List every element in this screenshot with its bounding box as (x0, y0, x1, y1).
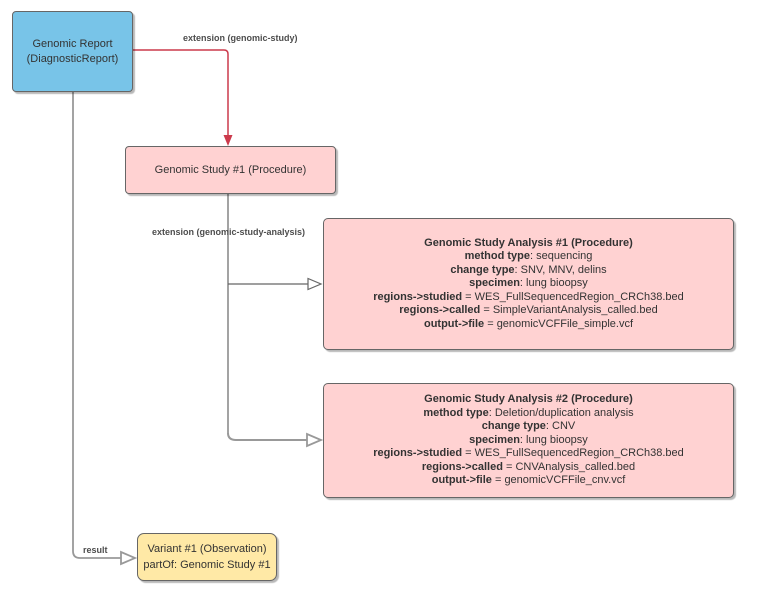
analysis-1-title: Genomic Study Analysis #1 (Procedure) (424, 236, 633, 249)
node-variant-1[interactable]: Variant #1 (Observation) partOf: Genomic… (137, 533, 277, 581)
analysis-2-output-file: output->file = genomicVCFFile_cnv.vcf (431, 474, 626, 487)
node-variant-1-line1: Variant #1 (Observation) (147, 543, 267, 555)
node-genomic-study-1[interactable]: Genomic Study #1 (Procedure) (125, 146, 336, 194)
analysis-2-title: Genomic Study Analysis #2 (Procedure) (424, 393, 633, 406)
node-genomic-report-line2: (DiagnosticReport) (26, 52, 119, 65)
analysis-2-regions-called: regions->called = CNVAnalysis_called.bed (421, 460, 636, 473)
analysis-2-specimen: specimen: lung bioopsy (469, 433, 588, 446)
node-genomic-study-analysis-2[interactable]: Genomic Study Analysis #2 (Procedure) me… (323, 383, 734, 498)
node-genomic-report[interactable]: Genomic Report (DiagnosticReport) (12, 11, 133, 92)
edge-label-result: result (83, 545, 108, 555)
analysis-1-output-file: output->file = genomicVCFFile_simple.vcf (423, 317, 634, 330)
node-genomic-report-line1: Genomic Report (32, 37, 113, 50)
open-arrowhead-icon (306, 432, 324, 448)
edge-extension-analysis-2[interactable] (227, 432, 307, 441)
filled-arrowhead-icon (223, 135, 233, 146)
edge-label-extension-genomic-study: extension (genomic-study) (183, 33, 298, 43)
open-arrowhead-icon (307, 277, 323, 291)
node-genomic-study-1-label: Genomic Study #1 (Procedure) (154, 163, 307, 176)
edge-result[interactable] (72, 92, 121, 559)
analysis-1-regions-called: regions->called = SimpleVariantAnalysis_… (399, 304, 658, 317)
analysis-2-method-type: method type: Deletion/duplication analys… (423, 406, 634, 419)
node-variant-1-line2: partOf: Genomic Study #1 (143, 559, 271, 571)
analysis-2-regions-studied: regions->studied = WES_FullSequencedRegi… (373, 447, 684, 460)
node-genomic-study-analysis-1[interactable]: Genomic Study Analysis #1 (Procedure) me… (323, 218, 734, 350)
analysis-1-change-type: change type: SNV, MNV, delins (450, 263, 607, 276)
edge-label-extension-genomic-study-analysis: extension (genomic-study-analysis) (152, 227, 306, 237)
open-arrowhead-icon (120, 550, 138, 566)
analysis-1-regions-studied: regions->studied = WES_FullSequencedRegi… (373, 290, 684, 303)
analysis-1-specimen: specimen: lung bioopsy (469, 277, 588, 290)
edge-extension-genomic-study[interactable] (133, 49, 229, 135)
analysis-2-change-type: change type: CNV (481, 420, 576, 433)
analysis-1-method-type: method type: sequencing (464, 250, 593, 263)
